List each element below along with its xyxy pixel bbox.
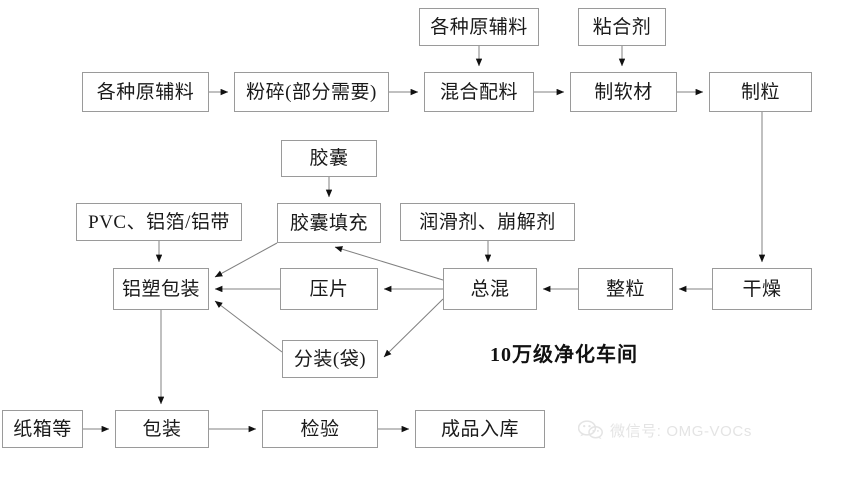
node-inspection[interactable]: 检验: [262, 410, 378, 448]
node-label: 制粒: [740, 81, 780, 103]
edge-total-to-bagfilling: [383, 298, 444, 358]
node-label: 纸箱等: [13, 418, 72, 440]
node-label: 制软材: [594, 81, 653, 103]
node-label: PVC、铝箔/铝带: [88, 211, 230, 233]
node-drying[interactable]: 干燥: [712, 268, 812, 310]
node-label: 各种原辅料: [430, 16, 528, 38]
node-carton[interactable]: 纸箱等: [2, 410, 83, 448]
node-label: 胶囊填充: [289, 212, 368, 234]
node-alu-plastic-pack[interactable]: 铝塑包装: [113, 268, 209, 310]
node-granulation[interactable]: 制粒: [709, 72, 812, 112]
node-crushing[interactable]: 粉碎(部分需要): [234, 72, 389, 112]
node-soft-material[interactable]: 制软材: [570, 72, 677, 112]
node-label: 整粒: [605, 278, 645, 300]
node-label: 成品入库: [440, 418, 519, 440]
node-label: 分装(袋): [293, 348, 367, 370]
node-label: 混合配料: [439, 81, 518, 103]
node-bag-filling[interactable]: 分装(袋): [282, 340, 378, 378]
node-label: 干燥: [742, 278, 782, 300]
node-label: 胶囊: [309, 148, 349, 169]
clean-workshop-label: 10万级净化车间: [490, 344, 638, 366]
node-pvc-foil[interactable]: PVC、铝箔/铝带: [76, 203, 242, 241]
node-label: 压片: [309, 278, 349, 300]
watermark: 微信号: OMG-VOCs: [578, 420, 752, 441]
node-label: 总混: [470, 278, 510, 300]
node-mixing-ingredients[interactable]: 混合配料: [424, 72, 534, 112]
node-binder[interactable]: 粘合剂: [578, 8, 666, 46]
node-label: 包装: [142, 418, 182, 440]
node-capsule-filling[interactable]: 胶囊填充: [277, 203, 381, 243]
node-tableting[interactable]: 压片: [280, 268, 378, 310]
edge-bagfilling-to-alupack: [214, 300, 283, 353]
node-raw-materials-top[interactable]: 各种原辅料: [419, 8, 539, 46]
watermark-text: 微信号: OMG-VOCs: [610, 423, 752, 440]
node-capsule[interactable]: 胶囊: [281, 140, 377, 177]
node-label: 粉碎(部分需要): [246, 81, 377, 103]
node-lubricant[interactable]: 润滑剂、崩解剂: [400, 203, 575, 241]
node-label: 粘合剂: [592, 16, 652, 38]
node-sizing[interactable]: 整粒: [578, 268, 673, 310]
edge-capsulefill-to-alupack: [214, 242, 278, 278]
node-label: 各种原辅料: [96, 81, 195, 103]
node-finished-warehouse[interactable]: 成品入库: [415, 410, 545, 448]
node-total-mixing[interactable]: 总混: [443, 268, 537, 310]
node-label: 铝塑包装: [121, 278, 200, 300]
node-packaging[interactable]: 包装: [115, 410, 209, 448]
node-label: 检验: [300, 418, 340, 440]
node-raw-materials-left[interactable]: 各种原辅料: [82, 72, 209, 112]
wechat-icon: [578, 420, 603, 440]
node-label: 润滑剂、崩解剂: [419, 211, 556, 233]
